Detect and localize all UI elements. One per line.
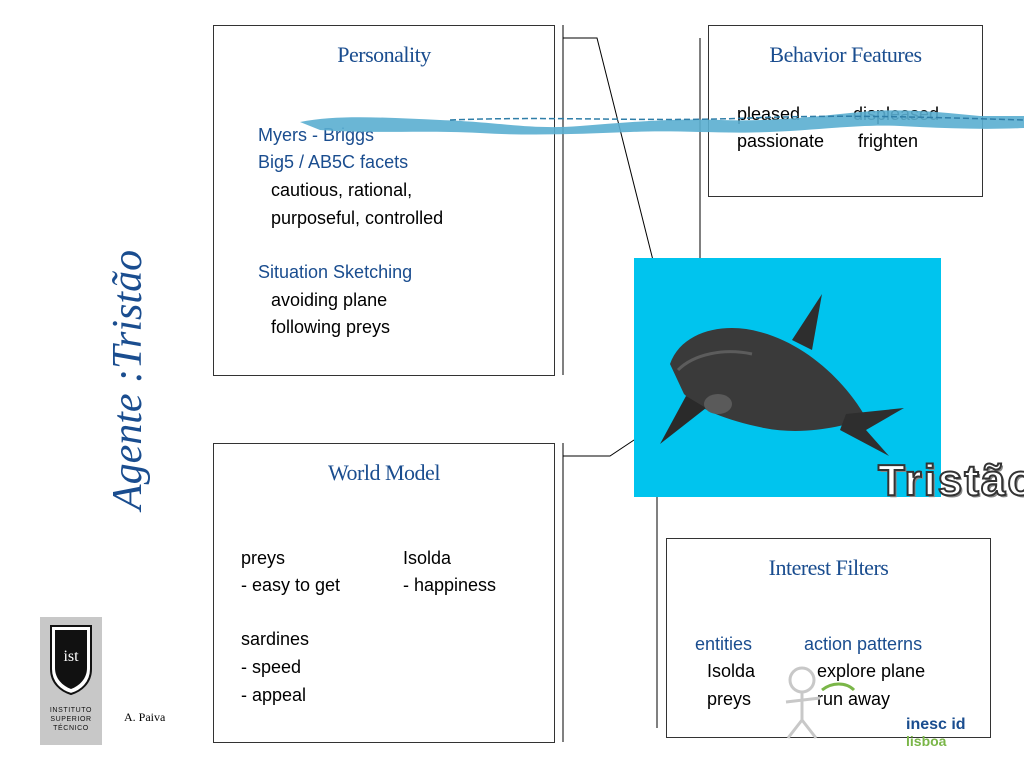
world-model-box: World Model preys - easy to get sardines… <box>213 443 555 743</box>
water-stripe-decoration <box>300 110 1024 135</box>
dolphin-image <box>634 258 941 497</box>
world-model-sardines: sardines <box>241 629 310 649</box>
ist-line-superior: SUPERIOR <box>50 716 92 723</box>
ist-mark: ist <box>63 648 79 665</box>
behavior-passionate: passionate <box>737 131 825 151</box>
tristao-label: Tristão <box>877 455 1024 506</box>
personality-line-avoiding-plane: avoiding plane <box>271 290 388 310</box>
interest-entities-heading: entities <box>695 634 753 654</box>
interest-isolda: Isolda <box>707 661 756 681</box>
world-model-speed: - speed <box>241 657 302 677</box>
personality-title: Personality <box>337 42 431 67</box>
ist-line-instituto: INSTITUTO <box>49 707 93 714</box>
ist-logo: ist INSTITUTO SUPERIOR TÉCNICO <box>40 617 102 745</box>
personality-line-big5: Big5 / AB5C facets <box>258 152 409 172</box>
world-model-isolda: Isolda <box>403 548 452 568</box>
interest-filters-box: Interest Filters entities action pattern… <box>666 538 991 738</box>
ist-line-tecnico: TÉCNICO <box>53 725 89 732</box>
world-model-preys: preys <box>241 548 286 568</box>
world-model-title: World Model <box>328 460 440 485</box>
author-label: A. Paiva <box>124 710 166 724</box>
interest-preys: preys <box>707 689 752 709</box>
stick-figure-icon <box>785 666 856 739</box>
inesc-id-logo: inesc id <box>906 716 966 733</box>
ist-shield-icon: ist <box>50 625 92 695</box>
world-model-appeal: - appeal <box>241 685 307 705</box>
interest-filters-title: Interest Filters <box>768 555 889 580</box>
world-model-happiness: - happiness <box>403 575 497 595</box>
personality-line-following-preys: following preys <box>271 317 391 337</box>
interest-explore-plane: explore plane <box>817 661 926 681</box>
interest-run-away: run away <box>817 689 891 709</box>
behavior-features-title: Behavior Features <box>769 42 922 67</box>
behavior-frighten: frighten <box>858 131 919 151</box>
personality-to-dolphin-line <box>563 37 663 297</box>
personality-line-situation-sketching: Situation Sketching <box>258 262 413 282</box>
interest-action-patterns-heading: action patterns <box>804 634 923 654</box>
personality-box: Personality Myers - Briggs Big5 / AB5C f… <box>213 25 555 376</box>
personality-line-cautious: cautious, rational, <box>271 180 413 200</box>
world-model-easy-to-get: - easy to get <box>241 575 341 595</box>
behavior-features-box: Behavior Features pleased displeased pas… <box>708 25 983 197</box>
inesc-lisboa-logo: lisboa <box>906 733 947 749</box>
personality-line-purposeful: purposeful, controlled <box>271 208 444 228</box>
slide-title: Agente :Tristão <box>105 249 151 511</box>
